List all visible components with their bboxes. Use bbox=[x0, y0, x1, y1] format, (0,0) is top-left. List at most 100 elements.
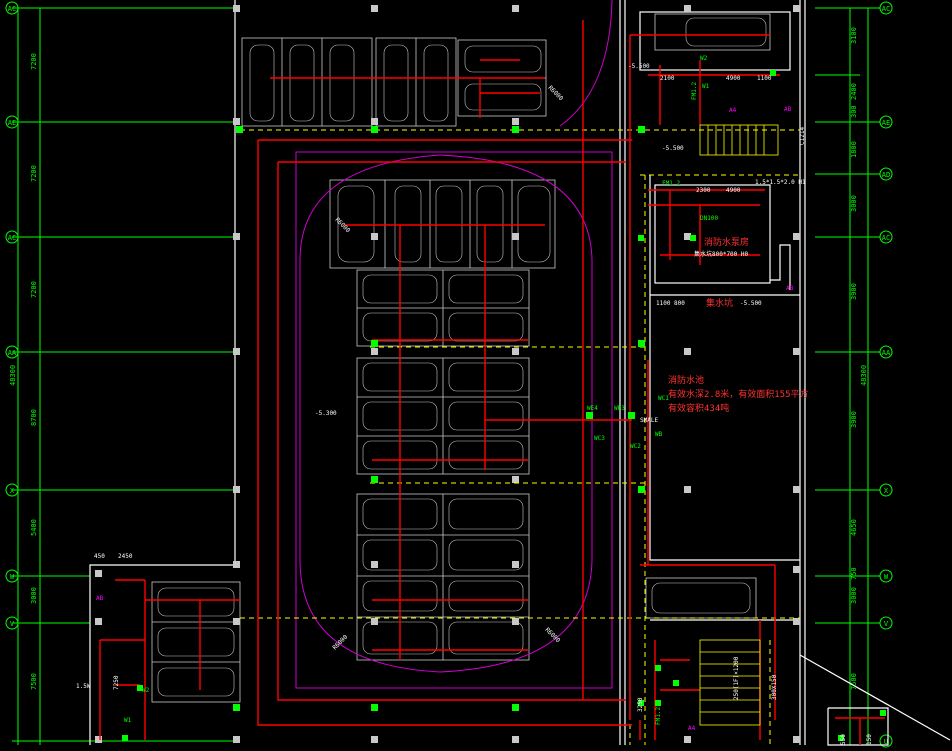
dim-label: 1100 800 bbox=[656, 300, 685, 307]
grid-bubble bbox=[879, 569, 893, 583]
staircases bbox=[699, 124, 779, 726]
level-label-4: -5.300 bbox=[315, 410, 337, 417]
left-dim-7: 7500 bbox=[30, 673, 38, 690]
grid-bubble bbox=[5, 345, 19, 359]
fire-tank-note-2: 有效容积434吨 bbox=[668, 402, 729, 414]
dim-label: 300X150 bbox=[771, 674, 778, 700]
left-grid-bubbles bbox=[5, 1, 19, 630]
bottom-left-dim: 450 bbox=[94, 553, 105, 560]
structural-columns bbox=[95, 5, 800, 743]
level-label-left: 1.5W bbox=[76, 683, 91, 690]
grid-bubble bbox=[5, 616, 19, 630]
right-dim-texts: 3100 2400 300 1800 3000 3900 3900 4650 7… bbox=[850, 27, 868, 690]
fire-tank-note-1: 有效水深2.8米，有效面积155平方 bbox=[668, 388, 809, 400]
left-dim-total: 48300 bbox=[9, 365, 17, 386]
zone-label: AB bbox=[784, 106, 792, 113]
dim-label: 4900 bbox=[726, 75, 741, 82]
ca-label: C1214 bbox=[799, 127, 806, 145]
pipe-label: W1 bbox=[124, 717, 132, 724]
right-bubble-label: U bbox=[884, 738, 888, 746]
flow-label: SMALE bbox=[640, 417, 658, 424]
grid-bubble bbox=[5, 115, 19, 129]
bottom-left-dim: 2450 bbox=[118, 553, 133, 560]
ramp-outline bbox=[295, 0, 613, 689]
dim-label-left: 7250 bbox=[113, 675, 120, 690]
level-label-2: -5.500 bbox=[740, 300, 762, 307]
left-bubble-label: V bbox=[10, 620, 15, 628]
fire-tank-label: 消防水池 bbox=[668, 374, 704, 386]
right-dim-9: 750 bbox=[850, 567, 858, 580]
left-bubble-label: X bbox=[10, 487, 15, 495]
grid-bubble bbox=[879, 115, 893, 129]
right-grid-bubbles bbox=[879, 1, 893, 748]
grid-bubble bbox=[5, 230, 19, 244]
grid-bubble bbox=[5, 1, 19, 15]
pipe-label: W2 bbox=[700, 55, 708, 62]
pipe-label: W1 bbox=[702, 83, 710, 90]
left-dim-2: 7200 bbox=[30, 165, 38, 182]
level-label-1: -5.500 bbox=[628, 63, 650, 70]
left-bubble-label: AC bbox=[8, 5, 16, 13]
dim-label: 1100 bbox=[757, 75, 772, 82]
right-dim-8: 4650 bbox=[850, 519, 858, 536]
pipe-label: WE4 bbox=[587, 405, 598, 412]
fm-label: FM1.2 bbox=[655, 707, 662, 725]
pipe-fittings bbox=[122, 70, 886, 741]
grid-bubble bbox=[879, 483, 893, 497]
level-label-3: -5.500 bbox=[662, 145, 684, 152]
grid-bubble bbox=[879, 230, 893, 244]
left-bubble-label: W bbox=[10, 573, 15, 581]
right-dim-4: 1800 bbox=[850, 141, 858, 158]
dim-label: 4900 bbox=[726, 187, 741, 194]
grid-bubble bbox=[879, 345, 893, 359]
right-dim-5: 3000 bbox=[850, 195, 858, 212]
fm-label: FM1.2 bbox=[691, 82, 698, 100]
right-bubble-label: AC bbox=[882, 5, 890, 13]
parking-spaces bbox=[151, 13, 771, 703]
grid-bubble bbox=[879, 167, 893, 181]
size-note: 1.5*1.5*2.0 H1 bbox=[755, 179, 806, 186]
right-bubble-label: AD bbox=[882, 171, 890, 179]
zone-label: AB bbox=[786, 285, 794, 292]
fm-label: FM1.2 bbox=[662, 180, 680, 187]
right-bubble-label: V bbox=[884, 620, 889, 628]
pump-room-label: 消防水泵房 bbox=[704, 236, 749, 248]
dim-label-bottom: 550 bbox=[840, 734, 847, 745]
dim-label: 2300 bbox=[696, 187, 711, 194]
grid-bubble bbox=[5, 569, 19, 583]
pipe-label: WB bbox=[655, 431, 663, 438]
right-bubble-label: AA bbox=[882, 349, 891, 357]
zone-label: A4 bbox=[688, 725, 696, 732]
right-dim-6: 3900 bbox=[850, 283, 858, 300]
right-dim-3: 300 bbox=[850, 105, 858, 118]
left-bubble-label: AE bbox=[8, 119, 16, 127]
grid-bubble bbox=[879, 1, 893, 15]
left-bubble-label: AA bbox=[8, 349, 17, 357]
dim-label: 2100 bbox=[660, 75, 675, 82]
pipe-label: WC2 bbox=[630, 443, 641, 450]
right-dim-7: 3900 bbox=[850, 411, 858, 428]
pipe-label: DN100 bbox=[700, 215, 718, 222]
left-dim-4: 8700 bbox=[30, 409, 38, 426]
pipe-label: WC1 bbox=[658, 395, 669, 402]
left-dim-6: 3000 bbox=[30, 587, 38, 604]
building-walls bbox=[89, 0, 951, 746]
right-bubble-label: AE bbox=[882, 119, 890, 127]
grid-bubble bbox=[879, 616, 893, 630]
left-dim-5: 5400 bbox=[30, 519, 38, 536]
right-dimension-column bbox=[815, 7, 880, 745]
right-dim-10: 3000 bbox=[850, 587, 858, 604]
right-dim-1: 3100 bbox=[850, 27, 858, 44]
zone-label: AB bbox=[96, 595, 104, 602]
left-bubble-label: AC bbox=[8, 234, 16, 242]
dim-label-bottom: 150 bbox=[866, 734, 873, 745]
right-dim-2: 2400 bbox=[850, 83, 858, 100]
water-pipes bbox=[99, 20, 885, 745]
pipe-label: WE3 bbox=[614, 405, 625, 412]
pump-sub-label: 集水坑800*700 H0 bbox=[694, 250, 749, 258]
dim-label: 250(1F)×1200 bbox=[733, 656, 740, 700]
grid-bubble bbox=[5, 483, 19, 497]
left-dim-3: 7200 bbox=[30, 281, 38, 298]
pipe-label: W2 bbox=[142, 687, 150, 694]
